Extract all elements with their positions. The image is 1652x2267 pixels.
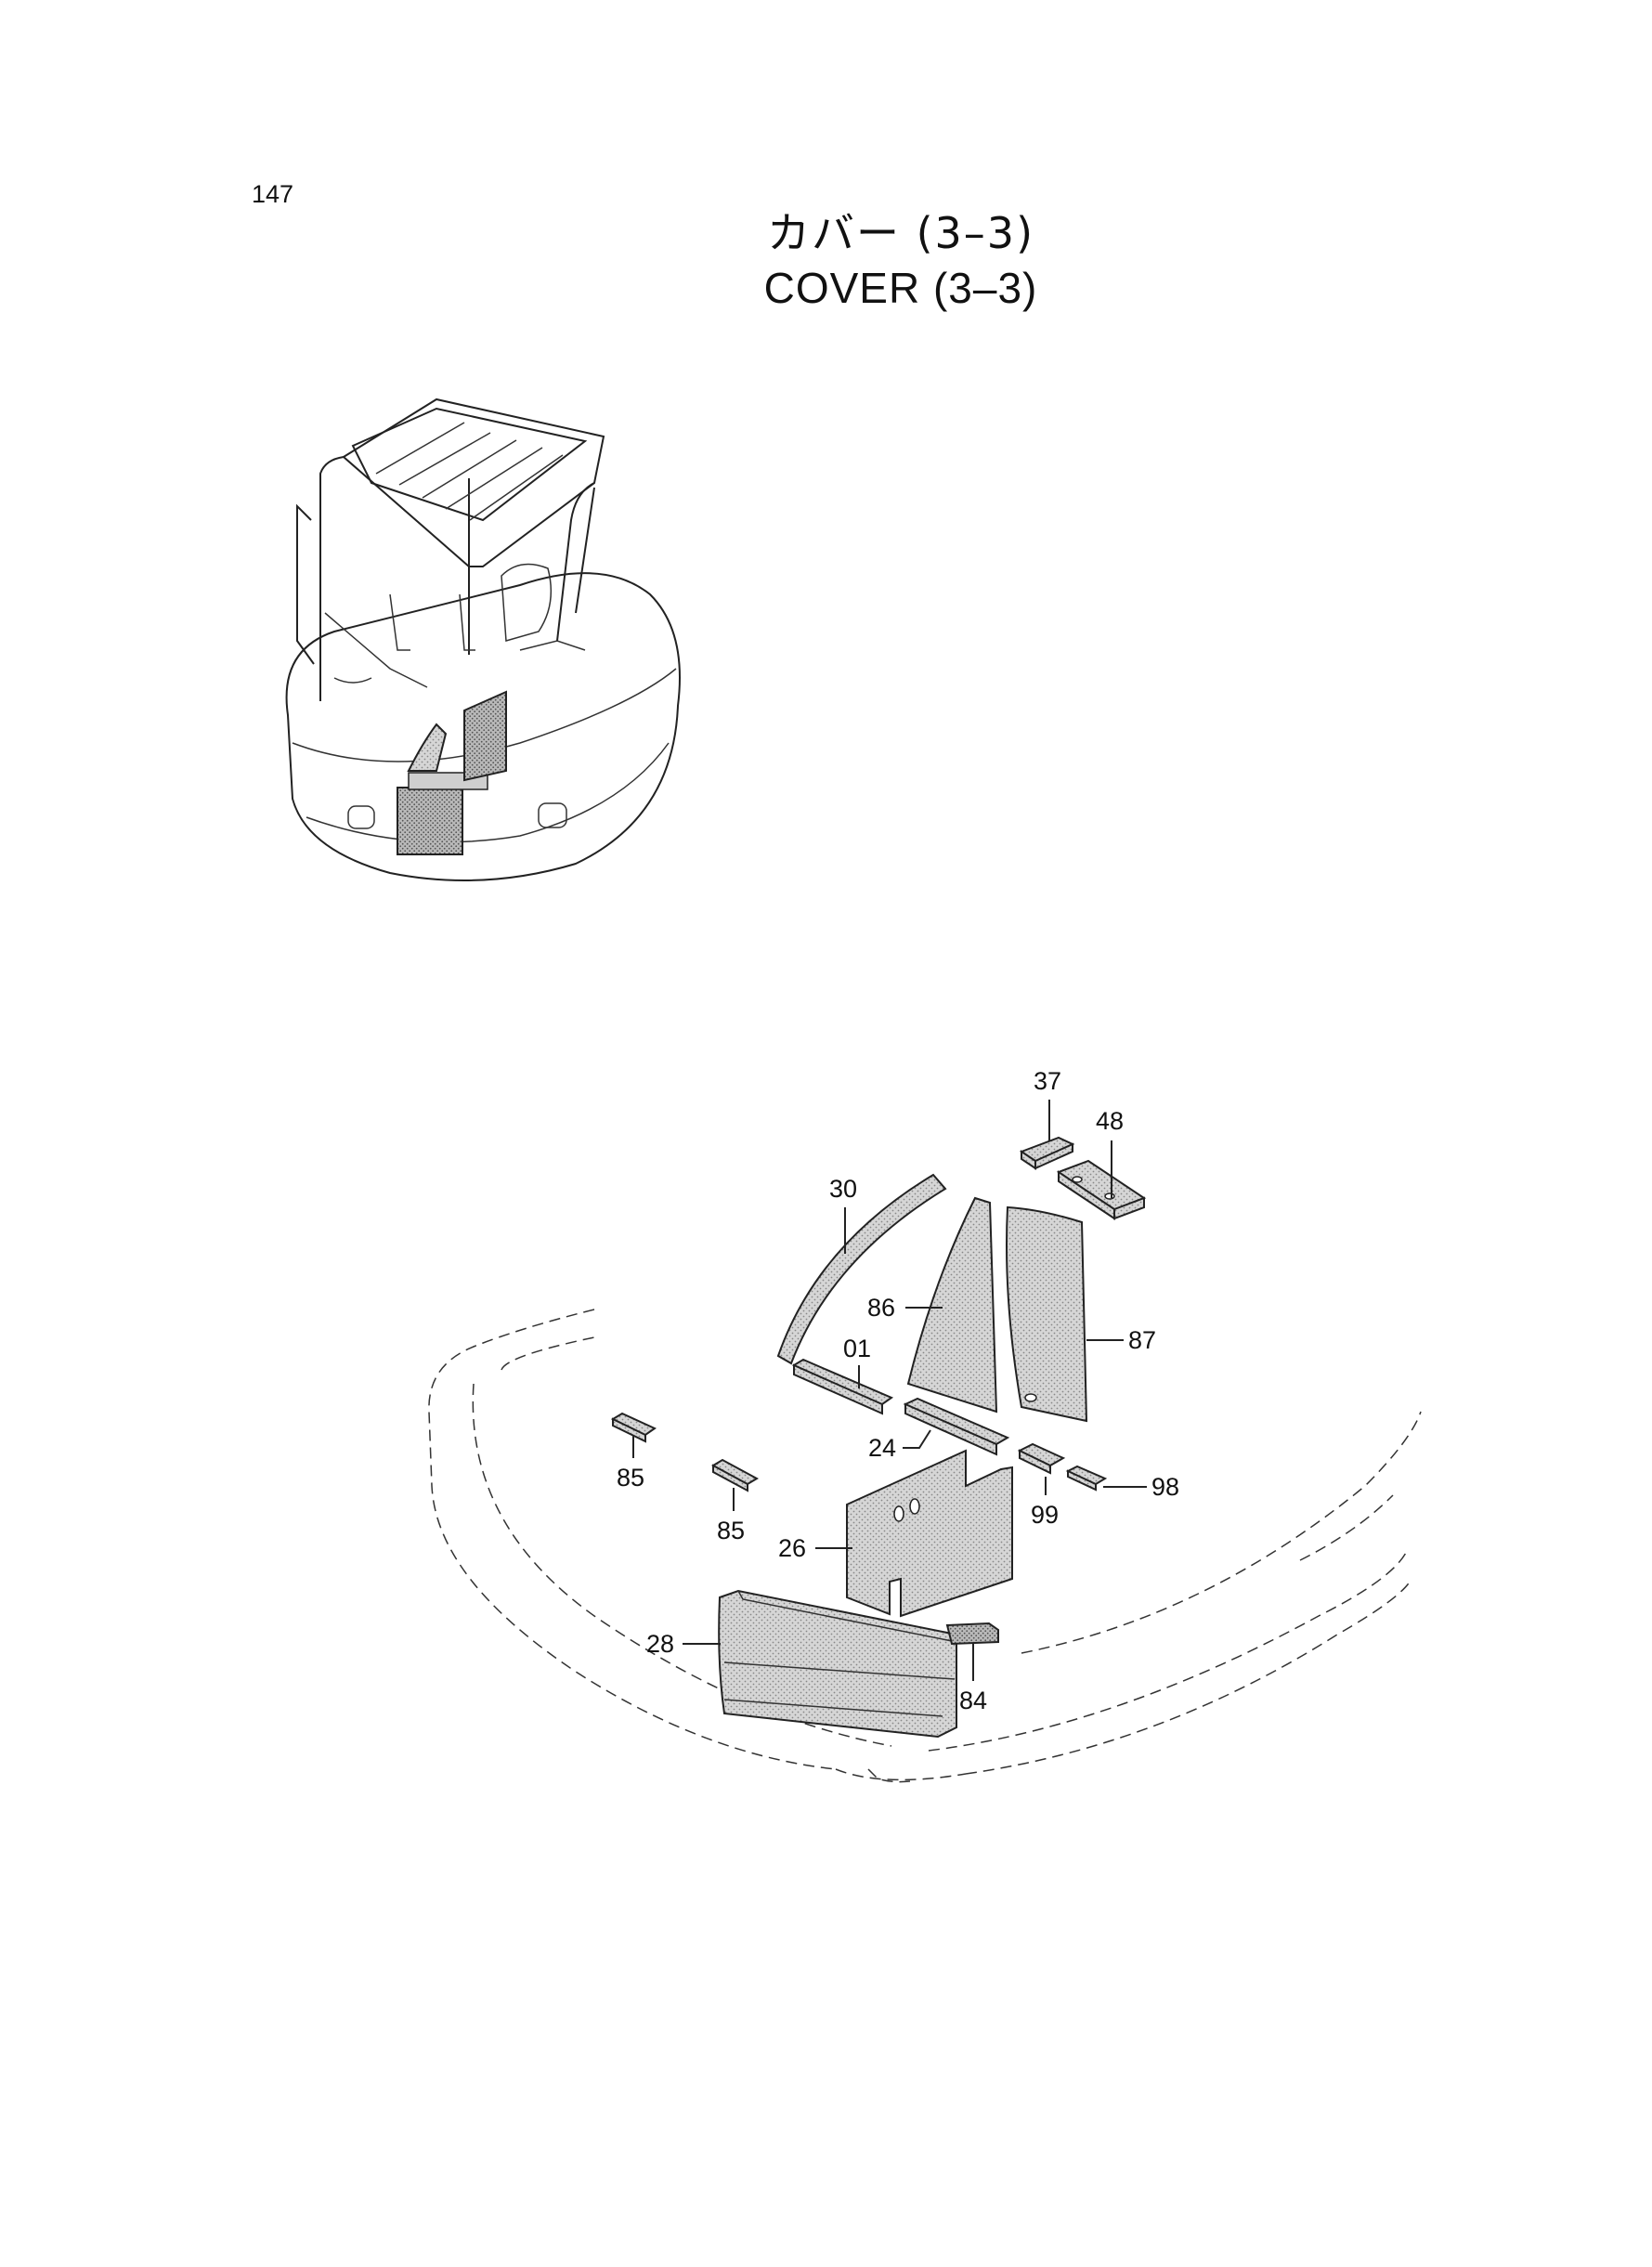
- callout-26: 26: [778, 1534, 806, 1562]
- callout-01: 01: [843, 1335, 871, 1362]
- part-26-plate: [846, 1449, 1013, 1618]
- part-48: [1056, 1159, 1147, 1220]
- body-outline: [428, 1309, 1422, 1783]
- part-37: [1019, 1136, 1075, 1170]
- page-number: 147: [252, 180, 294, 208]
- callout-37: 37: [1034, 1067, 1061, 1095]
- callout-87: 87: [1128, 1326, 1156, 1354]
- callout-84: 84: [959, 1687, 987, 1714]
- callout-24: 24: [868, 1434, 896, 1462]
- callout-86: 86: [867, 1294, 895, 1322]
- part-99: [1017, 1442, 1066, 1475]
- part-84: [945, 1622, 999, 1646]
- leader-lines: [632, 1100, 1147, 1681]
- callout-85-left: 85: [617, 1464, 644, 1492]
- part-98: [1065, 1465, 1108, 1492]
- part-24-strip: [903, 1397, 1010, 1456]
- callout-30: 30: [829, 1175, 857, 1203]
- part-86-panel: [906, 1196, 998, 1414]
- title-japanese: カバー (3–3): [766, 208, 1035, 258]
- title-english: COVER (3–3): [763, 264, 1038, 312]
- callout-labels: 37 48 30 86 87 01 24 85 85 99 98 26 28 8…: [617, 1067, 1179, 1714]
- part-28-front-cover: [718, 1589, 957, 1739]
- callout-28: 28: [646, 1630, 674, 1658]
- overview-machine-illustration: [285, 397, 681, 881]
- part-01-strip: [791, 1358, 894, 1415]
- part-87-panel: [1006, 1205, 1088, 1423]
- callout-98: 98: [1151, 1473, 1179, 1501]
- callout-48: 48: [1096, 1107, 1124, 1135]
- callout-99: 99: [1031, 1501, 1059, 1529]
- part-85-right: [710, 1458, 760, 1492]
- part-85-left: [610, 1412, 657, 1443]
- callout-85-right: 85: [717, 1517, 745, 1544]
- part-30-seal-strip: [776, 1173, 947, 1365]
